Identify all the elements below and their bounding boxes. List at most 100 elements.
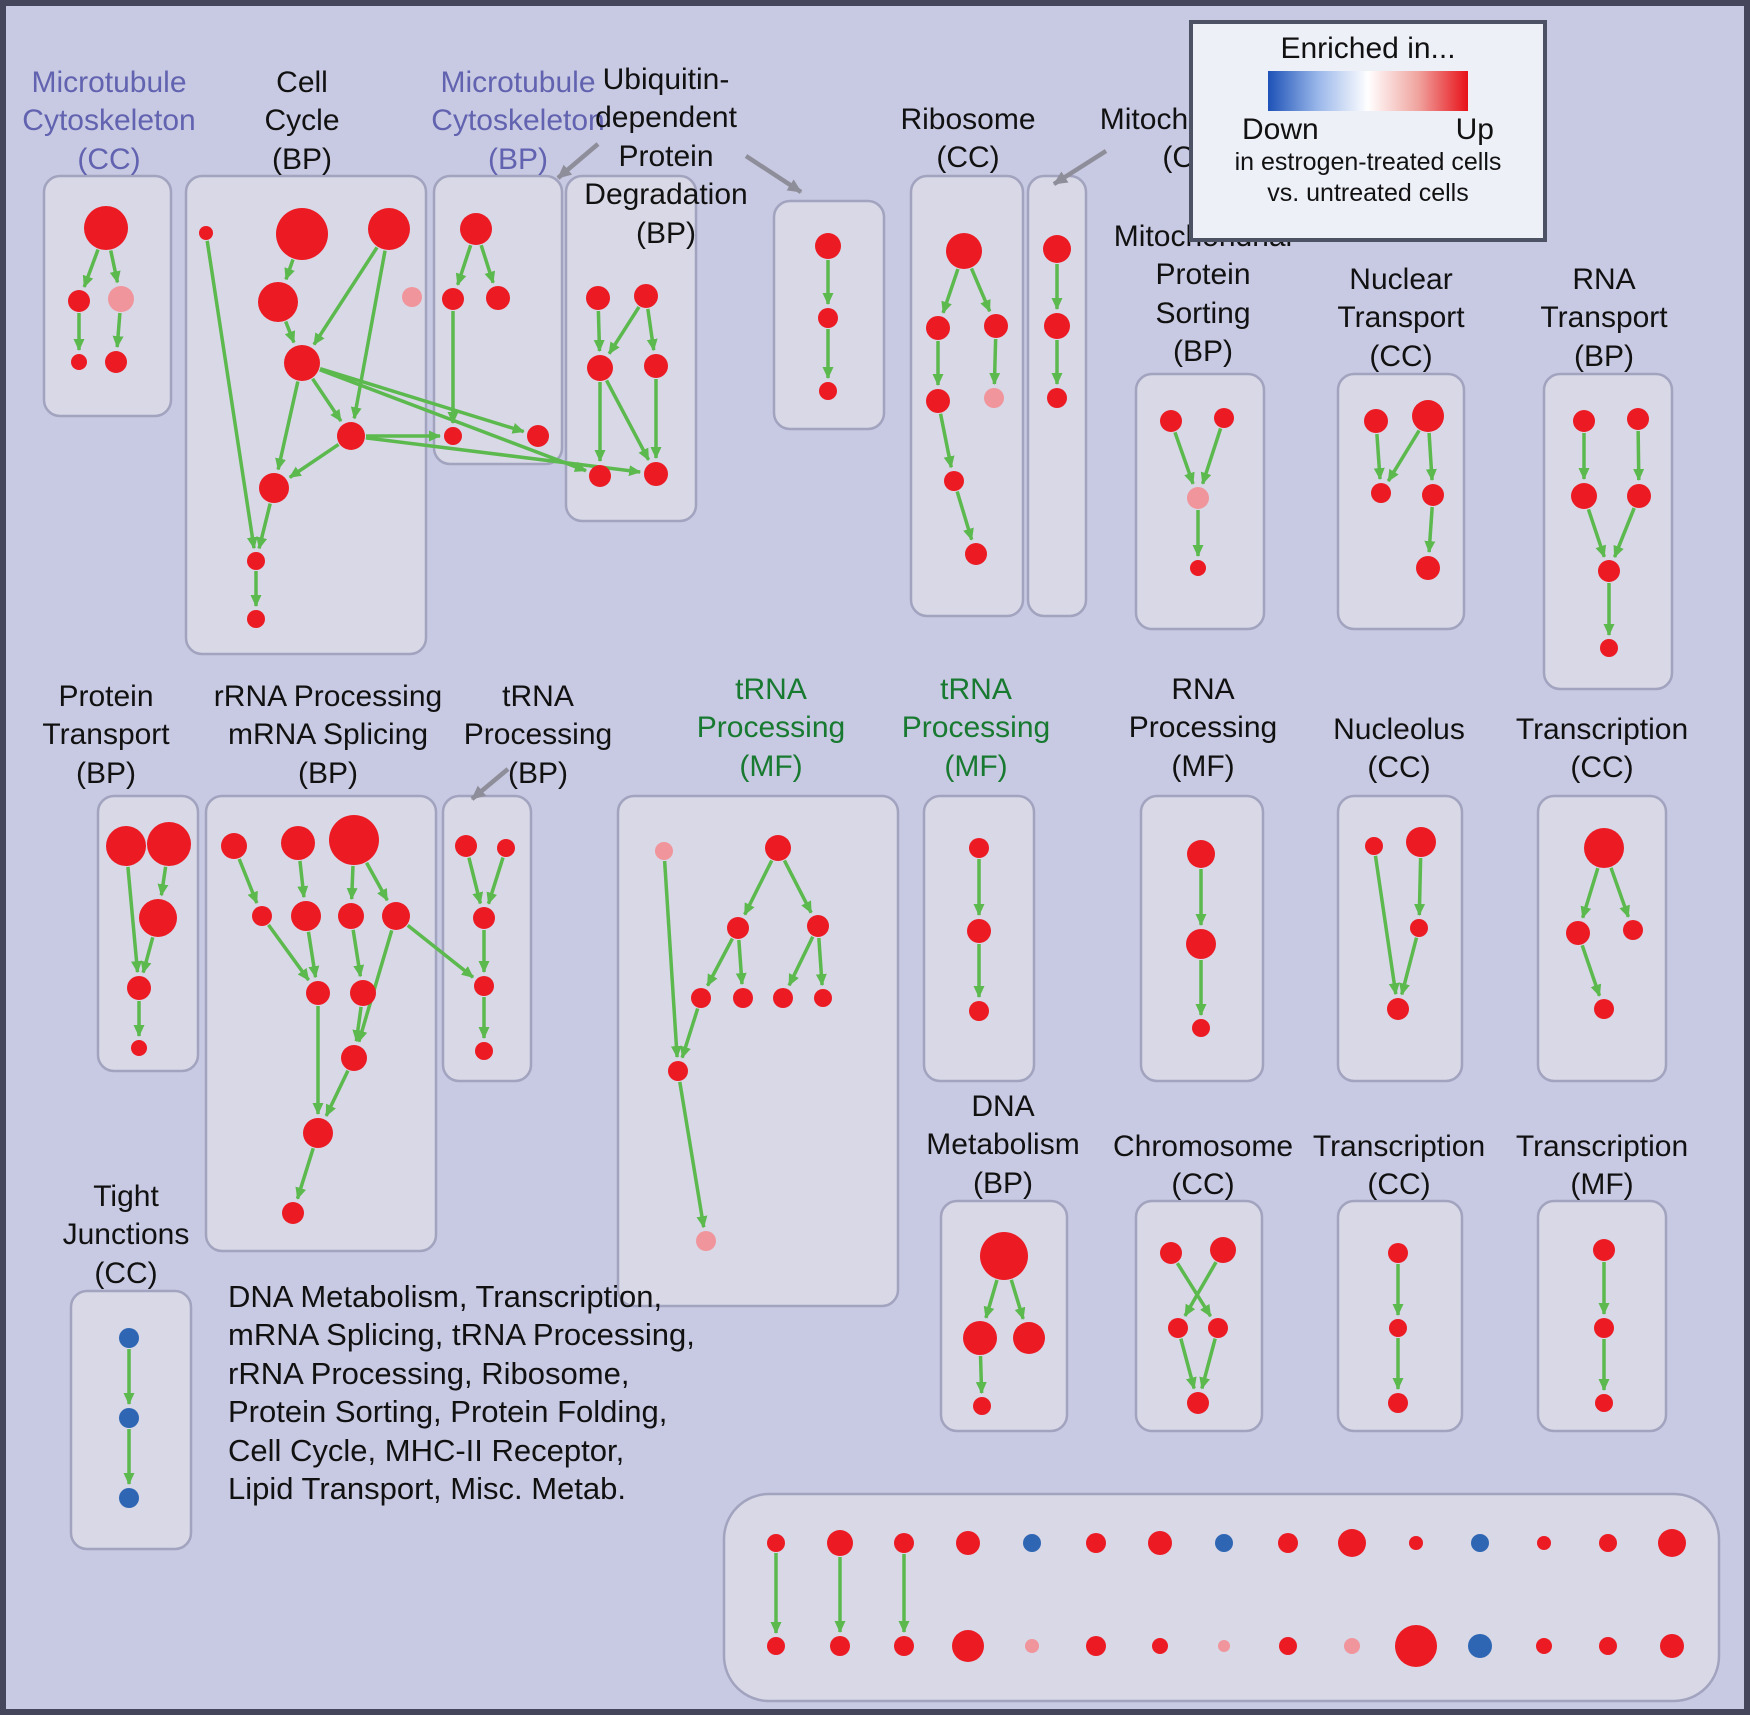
- go-term-node-misc-cluster-20: [1086, 1636, 1106, 1656]
- misc-categories-text: DNA Metabolism, Transcription, mRNA Spli…: [228, 1279, 695, 1507]
- go-term-node-ribosome-3: [926, 389, 950, 413]
- go-term-node-misc-cluster-23: [1279, 1637, 1297, 1655]
- edge-arrow: [1373, 855, 1400, 996]
- go-term-node-trna-mf-1-3: [807, 915, 829, 937]
- go-term-node-ubiquitin-1-4: [589, 465, 611, 487]
- go-term-node-cell-cycle-7: [259, 473, 289, 503]
- go-term-node-misc-cluster-11: [1471, 1534, 1489, 1552]
- go-term-node-rrna-mrna-4: [291, 901, 321, 931]
- cluster-box-transcription-mf: [1536, 1199, 1668, 1433]
- go-term-node-protein-transport-0: [106, 826, 146, 866]
- nodes-layer: [68, 206, 1686, 1667]
- edge-arrow: [356, 929, 394, 1043]
- edge-arrow: [1424, 506, 1436, 554]
- go-term-node-trna-mf-1-8: [668, 1061, 688, 1081]
- legend-down-label: Down: [1242, 113, 1319, 146]
- edge-arrow: [983, 1279, 999, 1319]
- go-term-node-chromosome-1: [1210, 1237, 1236, 1263]
- go-term-node-microtubule-bp-1: [442, 288, 464, 310]
- go-term-node-cell-cycle-0: [199, 226, 213, 240]
- cluster-box-microtubule-bp: [432, 174, 564, 466]
- go-term-node-transcription-cc-1-1: [1566, 921, 1590, 945]
- go-term-node-mitochondrion-2: [1047, 388, 1067, 408]
- go-term-node-misc-cluster-0: [767, 1534, 785, 1552]
- edge-arrow: [406, 923, 475, 979]
- legend-updown-row: Down Up: [1242, 113, 1494, 147]
- legend-box: Enriched in... Down Up in estrogen-treat…: [1189, 20, 1547, 242]
- edge-arrow: [237, 858, 259, 904]
- edge-arrow: [607, 306, 641, 355]
- go-term-node-cell-cycle-9: [247, 610, 265, 628]
- go-term-node-misc-cluster-24: [1344, 1638, 1360, 1654]
- go-term-node-chromosome-3: [1208, 1318, 1228, 1338]
- go-term-node-misc-cluster-6: [1148, 1531, 1172, 1555]
- go-term-node-misc-cluster-25: [1395, 1625, 1437, 1667]
- go-term-node-trna-bp-4: [475, 1042, 493, 1060]
- go-term-node-mitochondrion-1: [1044, 313, 1070, 339]
- cluster-box-ribosome: [909, 174, 1025, 618]
- edge-arrow: [288, 442, 340, 479]
- edge-arrow: [346, 865, 358, 901]
- edge-arrow: [938, 413, 955, 469]
- go-term-node-rrna-mrna-6: [382, 902, 410, 930]
- go-term-node-trna-mf-2-1: [967, 919, 991, 943]
- edge-arrow: [324, 1069, 350, 1117]
- go-term-node-misc-cluster-3: [956, 1531, 980, 1555]
- legend-subtitle-line2: vs. untreated cells: [1267, 178, 1469, 207]
- go-term-node-misc-cluster-4: [1023, 1534, 1041, 1552]
- go-term-node-misc-cluster-1: [827, 1530, 853, 1556]
- go-term-node-nuclear-transport-2: [1371, 483, 1391, 503]
- go-term-node-microtubule-cc-0: [84, 206, 128, 250]
- go-term-node-misc-cluster-15: [767, 1637, 785, 1655]
- edge-arrow: [1580, 944, 1602, 997]
- edge-arrow: [352, 1006, 364, 1043]
- edge-arrow: [455, 244, 473, 286]
- edge-arrow: [1580, 867, 1600, 919]
- go-term-node-tight-junctions-0: [119, 1328, 139, 1348]
- go-term-node-protein-transport-2: [139, 899, 177, 937]
- go-term-node-ribosome-2: [984, 314, 1008, 338]
- go-term-node-transcription-cc-1-0: [1584, 828, 1624, 868]
- go-term-node-misc-cluster-29: [1660, 1634, 1684, 1658]
- go-term-node-nuclear-transport-3: [1422, 484, 1444, 506]
- edge-arrow: [311, 377, 343, 423]
- go-term-node-trna-mf-1-6: [773, 988, 793, 1008]
- legend-title: Enriched in...: [1280, 32, 1456, 65]
- go-term-node-misc-cluster-18: [952, 1630, 984, 1662]
- go-term-node-misc-cluster-12: [1537, 1536, 1551, 1550]
- go-term-node-chromosome-2: [1168, 1318, 1188, 1338]
- cluster-box-cell-cycle: [184, 174, 428, 656]
- go-term-node-trna-mf-1-0: [655, 842, 673, 860]
- edge-arrow: [680, 1007, 700, 1059]
- edge-arrow: [955, 491, 974, 541]
- go-term-node-microtubule-cc-1: [68, 290, 90, 312]
- edge-arrow: [1414, 857, 1426, 917]
- go-term-node-transcription-mf-1: [1594, 1318, 1614, 1338]
- edge-arrow: [112, 312, 124, 349]
- go-term-node-rrna-mrna-0: [221, 833, 247, 859]
- edge-arrow: [1609, 867, 1630, 918]
- go-term-node-transcription-mf-0: [1593, 1239, 1615, 1261]
- cluster-box-trna-mf-1: [616, 794, 900, 1308]
- edge-arrow: [319, 366, 525, 434]
- go-term-node-nucleolus-3: [1387, 998, 1409, 1020]
- go-term-node-microtubule-cc-4: [105, 351, 127, 373]
- edge-arrow: [256, 503, 272, 550]
- go-term-node-cell-cycle-5: [284, 345, 320, 381]
- go-term-node-ribosome-0: [946, 233, 982, 269]
- go-term-node-trna-mf-2-0: [969, 838, 989, 858]
- edge-arrow: [1199, 1338, 1217, 1390]
- go-term-node-nucleolus-1: [1406, 827, 1436, 857]
- go-term-node-rrna-mrna-10: [303, 1118, 333, 1148]
- network-diagram: [42, 142, 1721, 1703]
- go-term-node-ribosome-6: [965, 543, 987, 565]
- edge-arrow: [365, 436, 642, 477]
- cluster-box-dna-metabolism: [939, 1199, 1069, 1433]
- go-term-node-ubiquitin-2-1: [818, 308, 838, 328]
- edge-arrow: [743, 859, 774, 916]
- go-term-node-ribosome-4: [984, 388, 1004, 408]
- edge-arrow: [486, 857, 505, 905]
- cluster-box-transcription-cc-2: [1336, 1199, 1464, 1433]
- go-term-node-trna-bp-0: [455, 835, 477, 857]
